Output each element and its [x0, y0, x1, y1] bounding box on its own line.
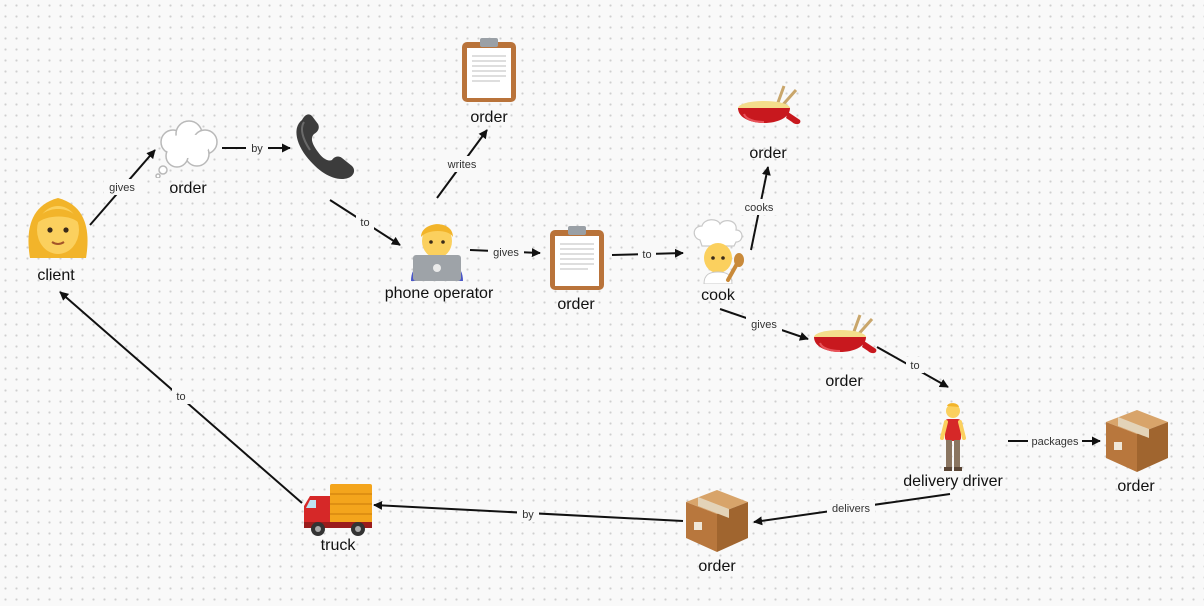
- edge-label-delivers: delivers: [832, 503, 870, 515]
- edge-label-gives: gives: [109, 182, 135, 194]
- edge-label-gives: gives: [493, 247, 519, 259]
- edge-label-by: by: [251, 143, 263, 155]
- node-client[interactable]: client: [22, 194, 94, 289]
- woman-face-icon: [28, 198, 88, 258]
- edge-truck-to-client[interactable]: to: [59, 291, 303, 504]
- node-label: phone operator: [384, 285, 494, 302]
- node-label: order: [557, 296, 595, 313]
- node-pot-order-top[interactable]: order: [736, 84, 804, 166]
- node-label: order: [470, 109, 508, 126]
- edge-label-to: to: [176, 391, 185, 403]
- node-label: order: [825, 373, 863, 390]
- edge-cook-to-pot-top[interactable]: cooks: [740, 166, 778, 251]
- node-pot-order-mid[interactable]: order: [812, 313, 880, 395]
- node-delivery-driver[interactable]: delivery driver: [900, 402, 1010, 492]
- node-thought-order[interactable]: order: [155, 118, 225, 198]
- edge-label-by: by: [522, 509, 534, 521]
- edge-phone-to-operator[interactable]: to: [329, 199, 401, 246]
- node-package-order-bottom[interactable]: order: [684, 488, 754, 578]
- node-label: order: [169, 180, 207, 197]
- edge-driver-to-box-right[interactable]: packages: [1008, 433, 1101, 449]
- edge-label-gives: gives: [751, 319, 777, 331]
- technologist-laptop-icon: [411, 224, 463, 281]
- package-icon: [1106, 410, 1168, 472]
- node-cook[interactable]: cook: [688, 218, 750, 306]
- node-clipboard-order-mid[interactable]: order: [548, 226, 608, 316]
- edge-label-to: to: [360, 217, 369, 229]
- node-label: delivery driver: [903, 473, 1003, 490]
- edge-operator-to-clipboard-mid[interactable]: gives: [469, 244, 541, 260]
- telephone-receiver-icon: [296, 114, 355, 180]
- edge-pot-to-driver[interactable]: to: [876, 346, 949, 388]
- edge-box-to-truck[interactable]: by: [373, 500, 684, 522]
- fondue-pot-icon: [814, 314, 877, 354]
- edge-clipboard-to-cook[interactable]: to: [611, 246, 684, 262]
- node-label: order: [1117, 478, 1155, 495]
- edge-label-to: to: [910, 360, 919, 372]
- node-truck[interactable]: truck: [302, 480, 374, 560]
- node-clipboard-order-top[interactable]: order: [460, 38, 520, 128]
- edge-operator-to-clipboard-top[interactable]: writes: [436, 129, 488, 199]
- delivery-truck-icon: [304, 484, 372, 536]
- edge-label-to: to: [642, 249, 651, 261]
- node-phone-operator[interactable]: phone operator: [385, 215, 493, 305]
- edge-thought-to-phone[interactable]: by: [222, 140, 291, 156]
- edge-cook-to-pot-mid[interactable]: gives: [719, 308, 809, 341]
- fondue-pot-icon: [738, 85, 801, 125]
- node-label: truck: [320, 537, 356, 554]
- node-telephone[interactable]: [292, 112, 362, 184]
- node-label: order: [698, 558, 736, 575]
- edge-driver-to-box-bottom[interactable]: delivers: [753, 493, 951, 526]
- node-label: order: [749, 145, 787, 162]
- edge-label-packages: packages: [1031, 436, 1079, 448]
- clipboard-icon: [462, 38, 516, 102]
- edge-client-to-thought[interactable]: gives: [89, 149, 156, 226]
- cook-icon: [693, 219, 744, 284]
- package-icon: [686, 490, 748, 552]
- node-label: client: [37, 267, 75, 284]
- node-package-order-right[interactable]: order: [1104, 408, 1174, 498]
- clipboard-icon: [550, 226, 604, 290]
- thought-bubble-icon: [155, 120, 218, 178]
- edge-label-cooks: cooks: [745, 202, 774, 214]
- person-standing-icon: [940, 403, 966, 471]
- node-label: cook: [701, 287, 735, 304]
- edge-label-writes: writes: [447, 159, 477, 171]
